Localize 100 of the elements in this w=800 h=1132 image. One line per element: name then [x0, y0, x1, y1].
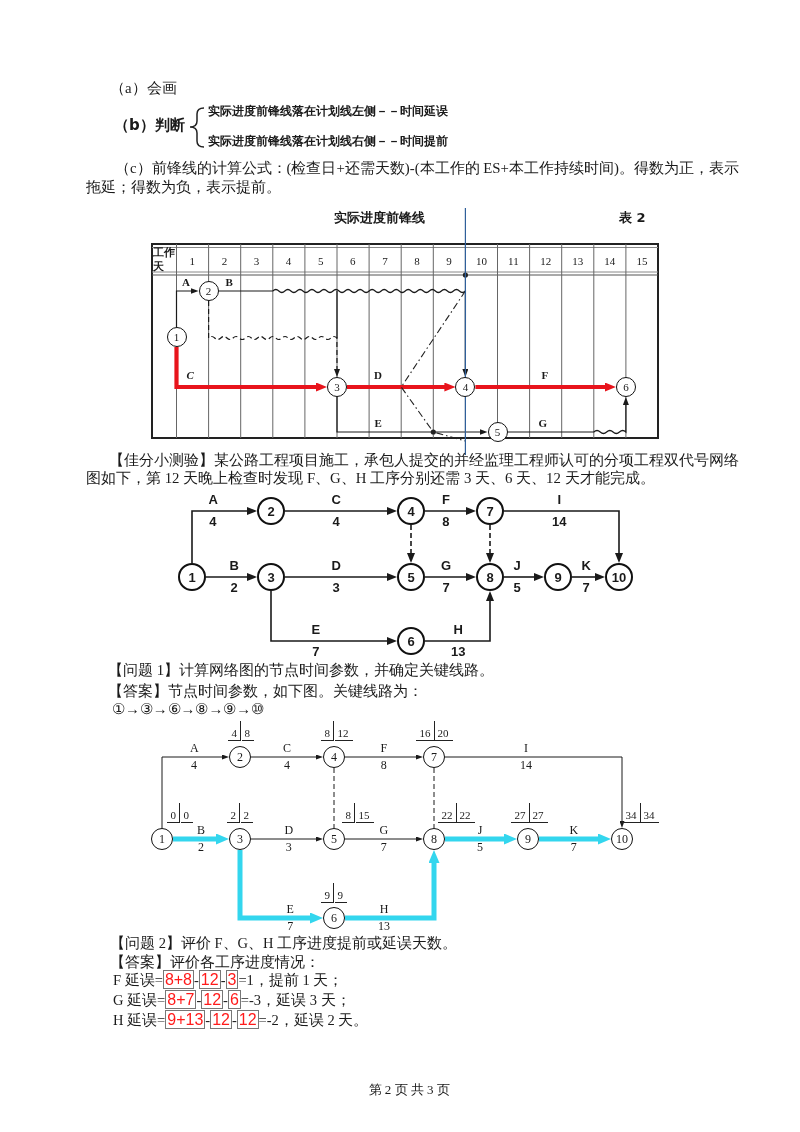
time-parameter: 34	[640, 803, 659, 823]
edge-label: C 4	[283, 740, 291, 774]
event-node: 8	[423, 828, 445, 850]
arrow	[174, 347, 327, 392]
event-node: 10	[611, 828, 633, 850]
answer-text: 【答案】评价各工序进度情况：	[110, 953, 320, 971]
arrow	[571, 573, 605, 581]
event-node: 2	[257, 497, 285, 525]
event-node: 1	[166, 327, 187, 347]
time-parameter: 8	[241, 721, 254, 741]
arrow	[191, 507, 257, 564]
time-parameter: 22	[456, 803, 475, 823]
time-parameter: 8	[341, 803, 355, 823]
edge-label: A 4	[208, 491, 218, 531]
day-number: 13	[572, 254, 584, 268]
arrow	[347, 382, 456, 392]
event-node: 4	[455, 377, 476, 397]
event-node: 3	[327, 377, 347, 397]
edge-label: H 13	[378, 901, 390, 935]
event-node: 8	[476, 563, 504, 591]
event-node: 5	[323, 828, 345, 850]
time-parameter: 34	[621, 803, 641, 823]
event-node: 4	[323, 746, 345, 768]
answer-text: 【答案】节点时间参数，如下图。关键线路为：	[108, 682, 423, 700]
arrow	[173, 833, 229, 845]
day-number: 12	[540, 254, 552, 268]
edge-label: D	[374, 368, 382, 382]
arrow	[475, 382, 616, 392]
day-number: 14	[604, 254, 616, 268]
day-number: 10	[475, 254, 487, 268]
event-node: 2	[229, 746, 251, 768]
formula-text: H 延误=9+13-12-12=-2，延误 2 天。	[113, 1010, 369, 1030]
paragraph: （c）前锋线的计算公式：(检查日+还需天数)-(本工作的 ES+本工作持续时间)。得数为正，表示拖延；得数为负，表示提前。	[86, 159, 740, 196]
day-number: 1	[189, 254, 196, 268]
day-number: 11	[508, 254, 519, 268]
dashed-arrow	[486, 524, 494, 563]
edge-label: G 7	[379, 822, 389, 856]
edge-label: A 4	[190, 740, 198, 774]
rule-text: 实际进度前锋线落在计划线左侧－－时间延误	[208, 103, 448, 119]
arrow	[503, 573, 544, 581]
arrow	[284, 573, 397, 581]
time-parameter: 2	[240, 803, 253, 823]
rule-text: 实际进度前锋线落在计划线右侧－－时间提前	[208, 133, 448, 149]
question-text: 【问题 2】评价 F、G、H 工序进度提前或延误天数。	[110, 934, 458, 952]
event-node: 10	[605, 563, 633, 591]
day-number: 2	[221, 254, 228, 268]
formula-text: G 延误=8+7-12-6=-3，延误 3 天；	[113, 990, 351, 1010]
day-number: 5	[317, 254, 324, 268]
edge-label: C	[186, 368, 194, 382]
time-parameter: 27	[510, 803, 530, 823]
time-parameter: 22	[437, 803, 457, 823]
arrow	[270, 590, 397, 645]
arrow	[445, 833, 517, 845]
edge-label: F 8	[442, 491, 450, 531]
arrow	[344, 836, 423, 842]
event-node: 1	[151, 828, 173, 850]
table-number: 表 2	[619, 209, 646, 227]
day-number: 4	[285, 254, 292, 268]
time-parameter: 9	[334, 883, 347, 903]
edge-label: B	[225, 275, 233, 289]
arrow	[503, 510, 623, 563]
edge-label: E	[374, 416, 382, 430]
event-node: 3	[229, 828, 251, 850]
edge-label: H 13	[451, 621, 466, 661]
event-node: 2	[198, 281, 219, 301]
event-node: 4	[397, 497, 425, 525]
event-node: 5	[487, 422, 508, 442]
question-text: 【问题 1】计算网络图的节点时间参数，并确定关键线路。	[108, 661, 495, 679]
edge-label: J 5	[477, 822, 483, 856]
edge-label: J 5	[513, 557, 521, 597]
event-node: 9	[544, 563, 572, 591]
edge-label: I 14	[552, 491, 567, 531]
arrow	[161, 754, 229, 829]
page-number: 第 2 页 共 3 页	[368, 1081, 450, 1099]
dashed-arrow	[407, 524, 415, 563]
arrow	[336, 396, 488, 435]
edge-label: K 7	[569, 822, 579, 856]
arrow	[250, 754, 323, 760]
formula-text: F 延误=8+8-12-3=1，提前 1 天；	[113, 970, 344, 990]
arrow	[250, 836, 323, 842]
arrow	[444, 756, 625, 828]
time-parameter: 9	[320, 883, 334, 903]
event-node: 5	[397, 563, 425, 591]
section-label: （b）判断	[114, 116, 185, 134]
arrow	[424, 507, 476, 515]
arrow	[237, 850, 323, 924]
edge-label: E 7	[311, 621, 321, 661]
critical-path-text: ①→③→⑥→⑧→⑨→⑩	[112, 700, 264, 718]
arrow	[506, 397, 629, 435]
edge-label: E 7	[286, 901, 294, 935]
time-parameter: 0	[166, 803, 180, 823]
event-node: 3	[257, 563, 285, 591]
time-parameter: 2	[226, 803, 240, 823]
edge-label: D 3	[331, 557, 341, 597]
edge-label: B 2	[229, 557, 239, 597]
arrow	[424, 573, 476, 581]
section-label: （a）会画	[110, 79, 177, 97]
event-node: 9	[517, 828, 539, 850]
time-parameter: 8	[320, 721, 334, 741]
edge-label: F	[541, 368, 549, 382]
